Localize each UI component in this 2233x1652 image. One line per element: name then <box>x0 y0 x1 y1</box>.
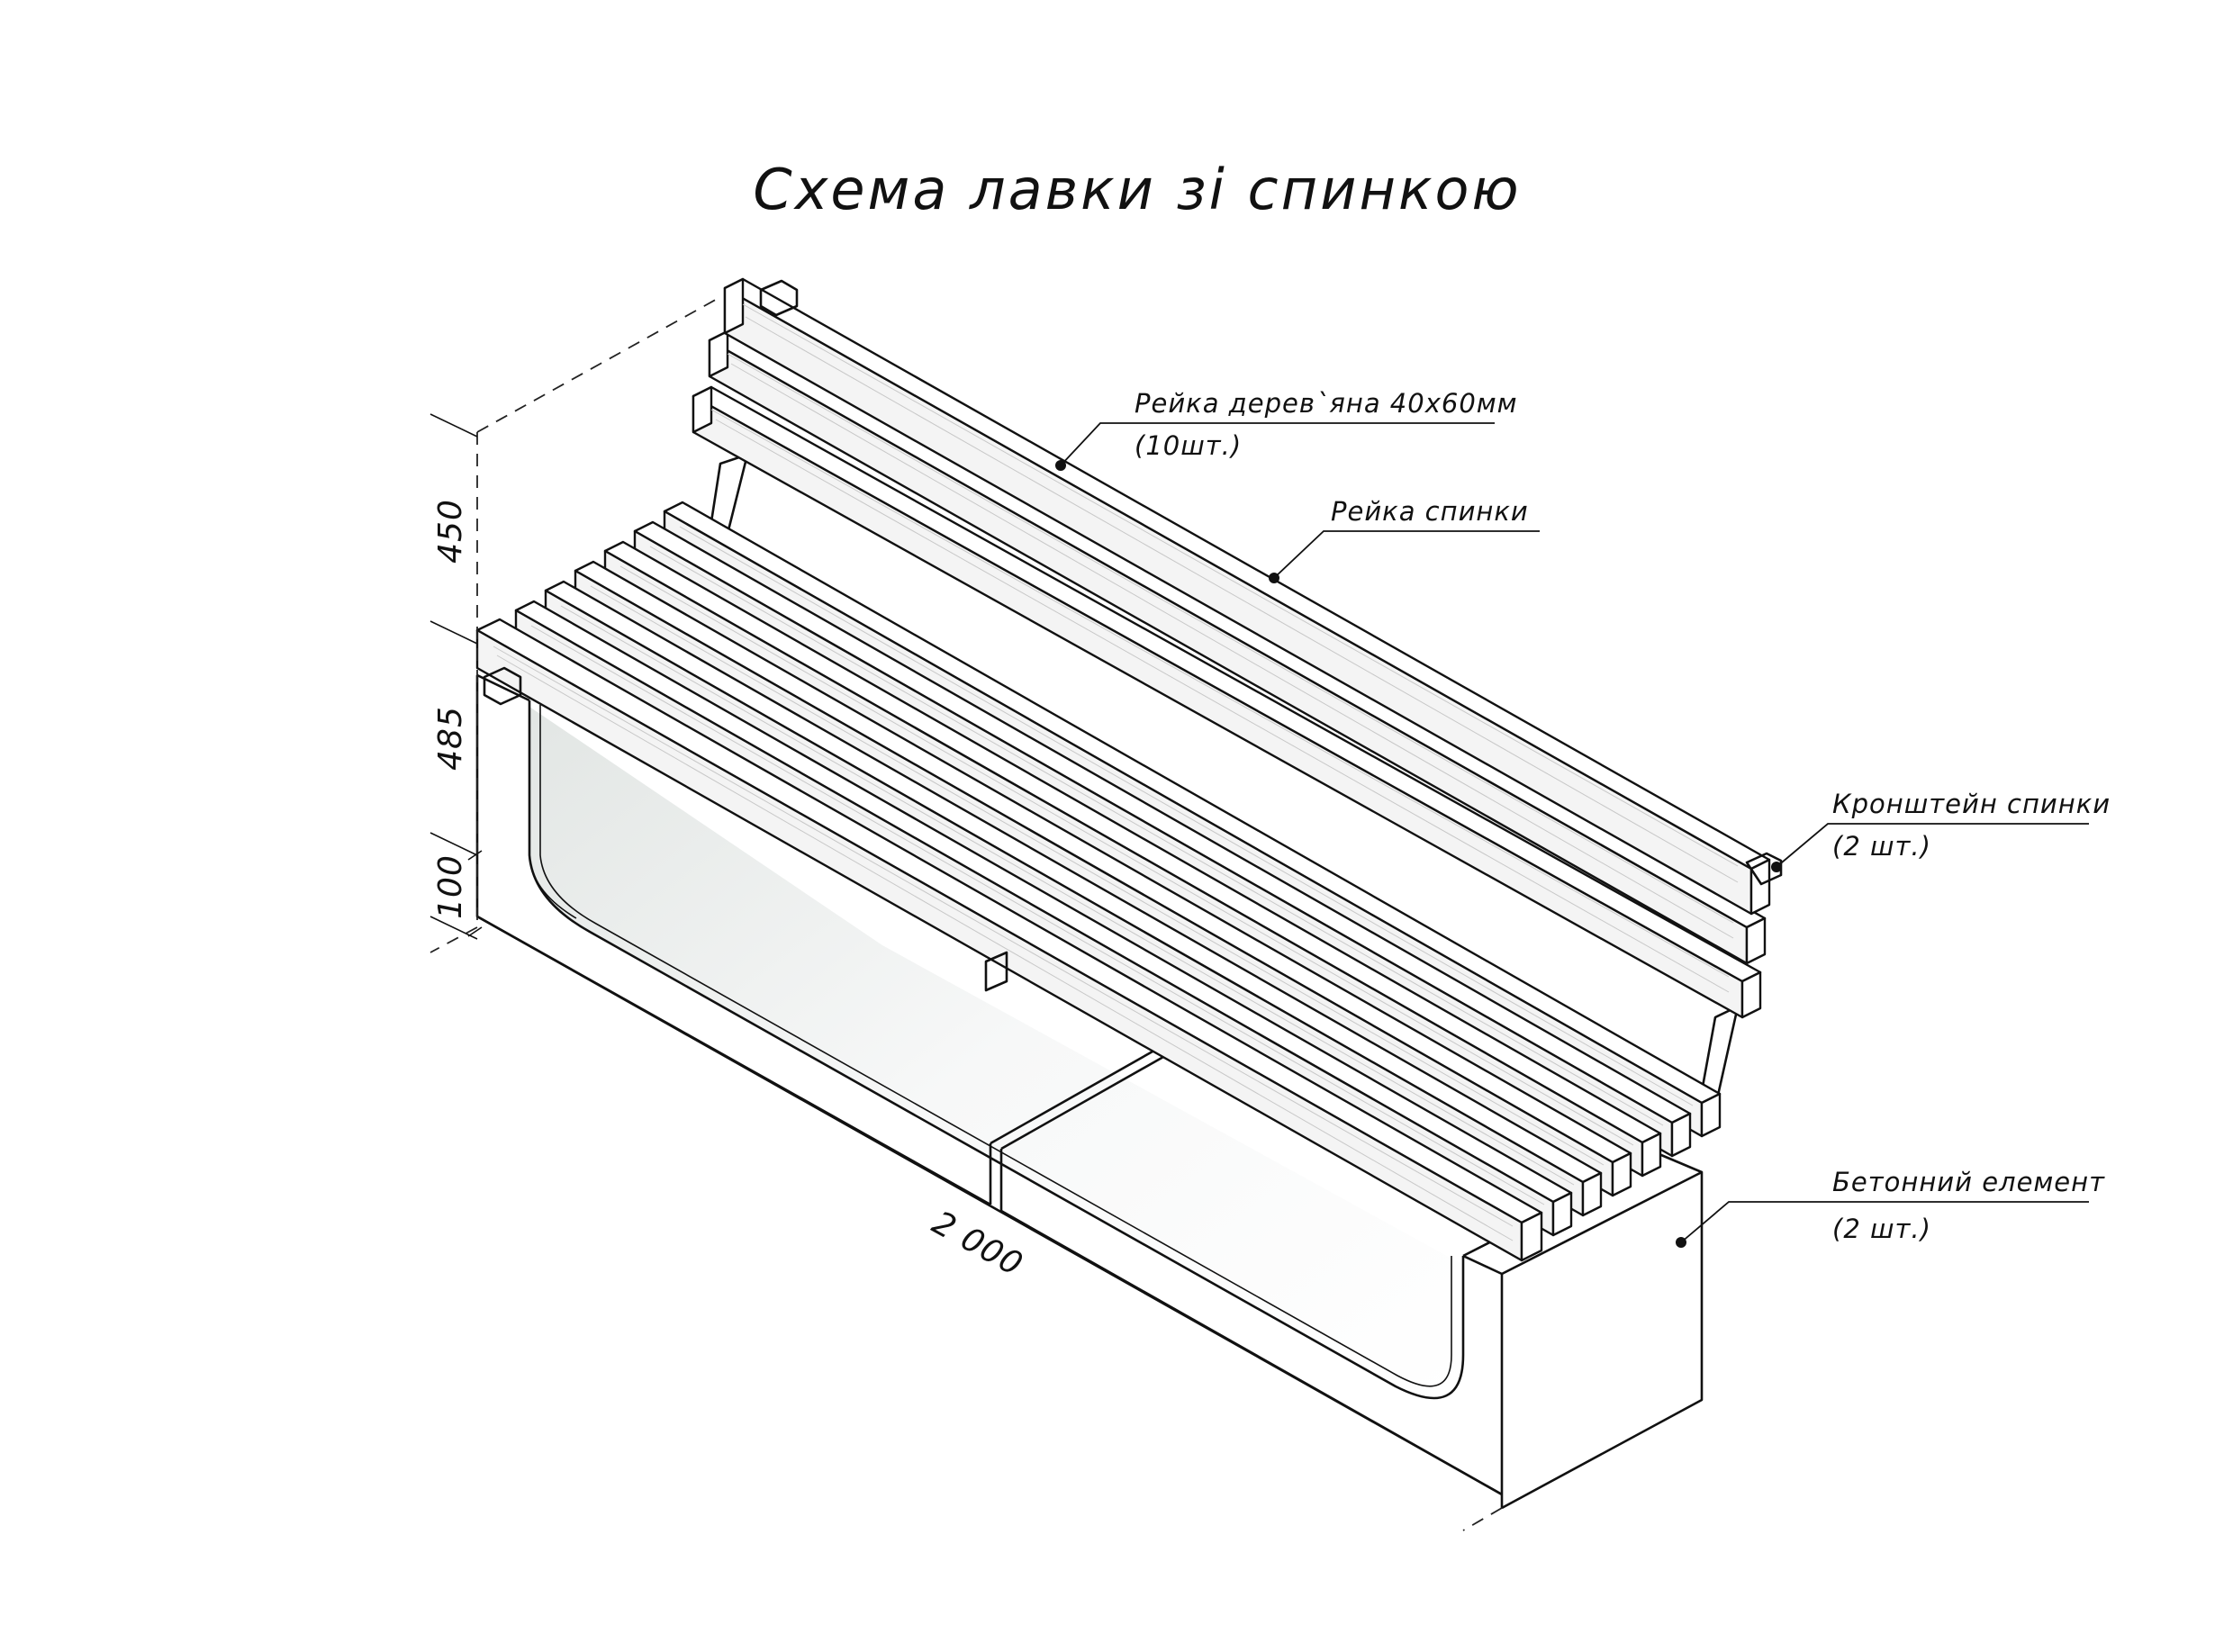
label-concrete: Бетонний елемент <box>1832 1167 2105 1197</box>
dim-length: 2 000 <box>926 1205 1028 1284</box>
dim-back-height: 450 <box>432 499 469 564</box>
label-slats: Рейка дерев`яна 40х60мм <box>1135 388 1518 419</box>
backrest-slats <box>692 277 1783 1118</box>
label-slats-qty: (10шт.) <box>1135 430 1242 461</box>
label-concrete-qty: (2 шт.) <box>1832 1214 1931 1244</box>
diagram-title: Схема лавки зі спинкою <box>753 157 1521 222</box>
label-bracket-qty: (2 шт.) <box>1832 831 1931 862</box>
label-back-slat: Рейка спинки <box>1331 496 1529 527</box>
label-bracket: Кронштейн спинки <box>1832 789 2111 819</box>
dim-seat-height: 485 <box>432 706 469 771</box>
dimension-lines <box>429 296 1503 1531</box>
seat-slats <box>475 501 1722 1262</box>
concrete-element <box>475 673 1704 1510</box>
dim-base-height: 100 <box>432 854 469 919</box>
callout-leaders <box>1055 422 2089 1248</box>
